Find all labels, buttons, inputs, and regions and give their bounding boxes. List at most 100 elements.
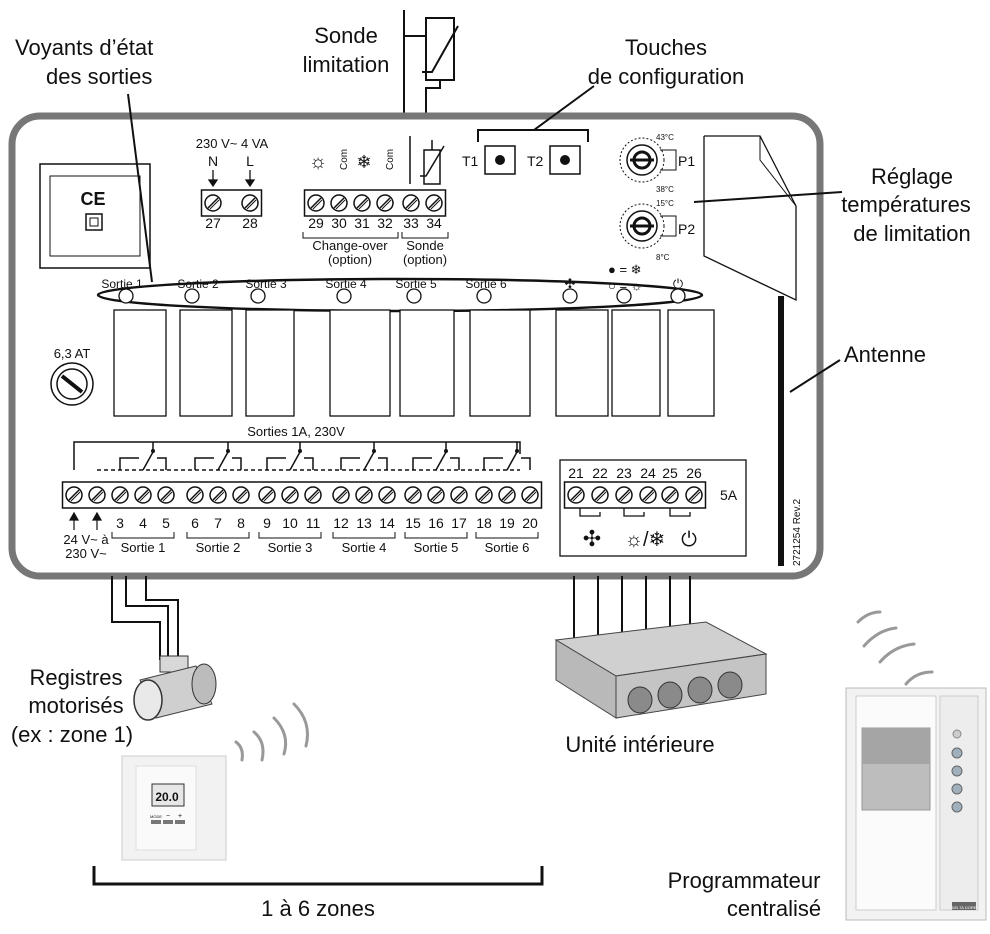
aux-rating: 5A — [720, 487, 738, 503]
fuse-rating: 6,3 AT — [54, 346, 91, 361]
supply-label-2: 230 V~ — [65, 546, 107, 561]
t1-button[interactable] — [484, 145, 516, 175]
antenna-module — [703, 135, 797, 566]
p2-max: 15°C — [656, 199, 674, 208]
potentiometer-p2[interactable] — [619, 203, 677, 249]
output-terminal-number: 17 — [451, 515, 467, 531]
thermostat-temp: 20.0 — [155, 790, 179, 804]
status-led — [184, 288, 200, 304]
led-label: Sortie 1 — [101, 277, 143, 291]
output-group-label: Sortie 2 — [196, 540, 241, 555]
output-group-label: Sortie 3 — [268, 540, 313, 555]
led-label: Sortie 3 — [245, 277, 287, 291]
callout-config-keys-2: de configuration — [588, 64, 745, 89]
output-terminal-number: 19 — [499, 515, 515, 531]
change-over-terminal-number: 29 — [308, 215, 324, 231]
relay — [245, 309, 295, 417]
room-thermostat: 20.0 MODE − + — [121, 755, 227, 861]
thermostat-mode-button[interactable]: MODE — [150, 814, 162, 819]
callout-temp-setting-1: Réglage — [871, 164, 953, 189]
config-keys: T1 T2 — [462, 145, 581, 175]
callout-zones: 1 à 6 zones — [261, 896, 375, 921]
t2-button[interactable] — [549, 145, 581, 175]
output-terminal-number: 15 — [405, 515, 421, 531]
status-led — [616, 288, 632, 304]
output-terminal-number: 20 — [522, 515, 538, 531]
output-terminal-number: 16 — [428, 515, 444, 531]
change-over-option: (option) — [328, 252, 372, 267]
indoor-unit — [554, 621, 768, 719]
board-reference: 2721254 Rev.2 — [792, 498, 803, 566]
relay — [399, 309, 455, 417]
callout-dampers-3: (ex : zone 1) — [11, 722, 133, 747]
led-label: Sortie 4 — [325, 277, 367, 291]
power-rating: 230 V~ 4 VA — [196, 136, 269, 151]
status-led — [476, 288, 492, 304]
change-over-terminal-number: 31 — [354, 215, 370, 231]
wireless-waves-thermostat — [234, 702, 309, 762]
output-terminal-number: 4 — [139, 515, 147, 531]
zones-bracket — [92, 866, 544, 886]
led-label: Sortie 2 — [177, 277, 219, 291]
supply-label-1: 24 V~ à — [63, 532, 109, 547]
callout-status-leds-1: Voyants d’état — [15, 35, 153, 60]
change-over-terminal-number: 34 — [426, 215, 442, 231]
p2-min: 8°C — [656, 253, 670, 262]
change-over-terminal-number: 30 — [331, 215, 347, 231]
power-led-icon: ⏻ — [673, 276, 683, 291]
callout-dampers-1: Registres — [30, 665, 123, 690]
power-terminal-number: 27 — [205, 215, 221, 231]
heat-cool-icon: ☼/❄ — [625, 529, 666, 551]
callout-dampers-2: motorisés — [28, 693, 123, 718]
output-terminal-number: 11 — [306, 515, 321, 531]
p2-label: P2 — [678, 221, 695, 237]
com-label-2: Com — [385, 149, 396, 170]
output-group-label: Sortie 5 — [414, 540, 459, 555]
change-over-label: Change-over — [312, 238, 388, 253]
callout-indoor-unit: Unité intérieure — [565, 732, 714, 757]
callout-sensor-1: Sonde — [314, 23, 378, 48]
sonde-option-sub: (option) — [403, 252, 447, 267]
aux-terminal-number: 21 — [568, 465, 584, 481]
relay-row — [113, 309, 715, 417]
double-insulation-icon — [85, 213, 103, 231]
callout-config-keys-1: Touches — [625, 35, 707, 60]
programmer-button-2[interactable] — [951, 765, 963, 777]
board-sensor-symbol — [409, 136, 445, 185]
change-over-terminal-number: 33 — [403, 215, 419, 231]
central-programmer: DELTA DORE — [845, 687, 987, 921]
motorized-damper — [133, 655, 217, 721]
programmer-button-3[interactable] — [951, 783, 963, 795]
sonde-option-label: Sonde — [406, 238, 444, 253]
com-label-1: Com — [339, 149, 350, 170]
power-n-label: N — [208, 153, 218, 169]
p1-min: 38°C — [656, 185, 674, 194]
callout-temp-setting-3: de limitation — [853, 221, 970, 246]
output-group-label: Sortie 6 — [485, 540, 530, 555]
ce-mark: CE — [80, 189, 105, 209]
callout-sensor-2: limitation — [303, 52, 390, 77]
callout-programmer-2: centralisé — [727, 896, 821, 921]
thermostat-plus-button[interactable]: + — [178, 813, 182, 820]
programmer-button-1[interactable] — [951, 747, 963, 759]
indoor-unit-wires — [573, 576, 691, 640]
programmer-button-4[interactable] — [951, 801, 963, 813]
status-led — [336, 288, 352, 304]
relay — [667, 309, 715, 417]
output-terminal-number: 5 — [162, 515, 170, 531]
status-led — [250, 288, 266, 304]
ce-label-box: CE — [39, 163, 151, 269]
potentiometer-p1[interactable] — [619, 137, 677, 183]
output-terminal-number: 10 — [282, 515, 298, 531]
thermostat-minus-button[interactable]: − — [166, 813, 170, 820]
thermostat-display — [151, 783, 185, 807]
output-terminal-number: 13 — [356, 515, 372, 531]
p1-max: 43°C — [656, 133, 674, 142]
